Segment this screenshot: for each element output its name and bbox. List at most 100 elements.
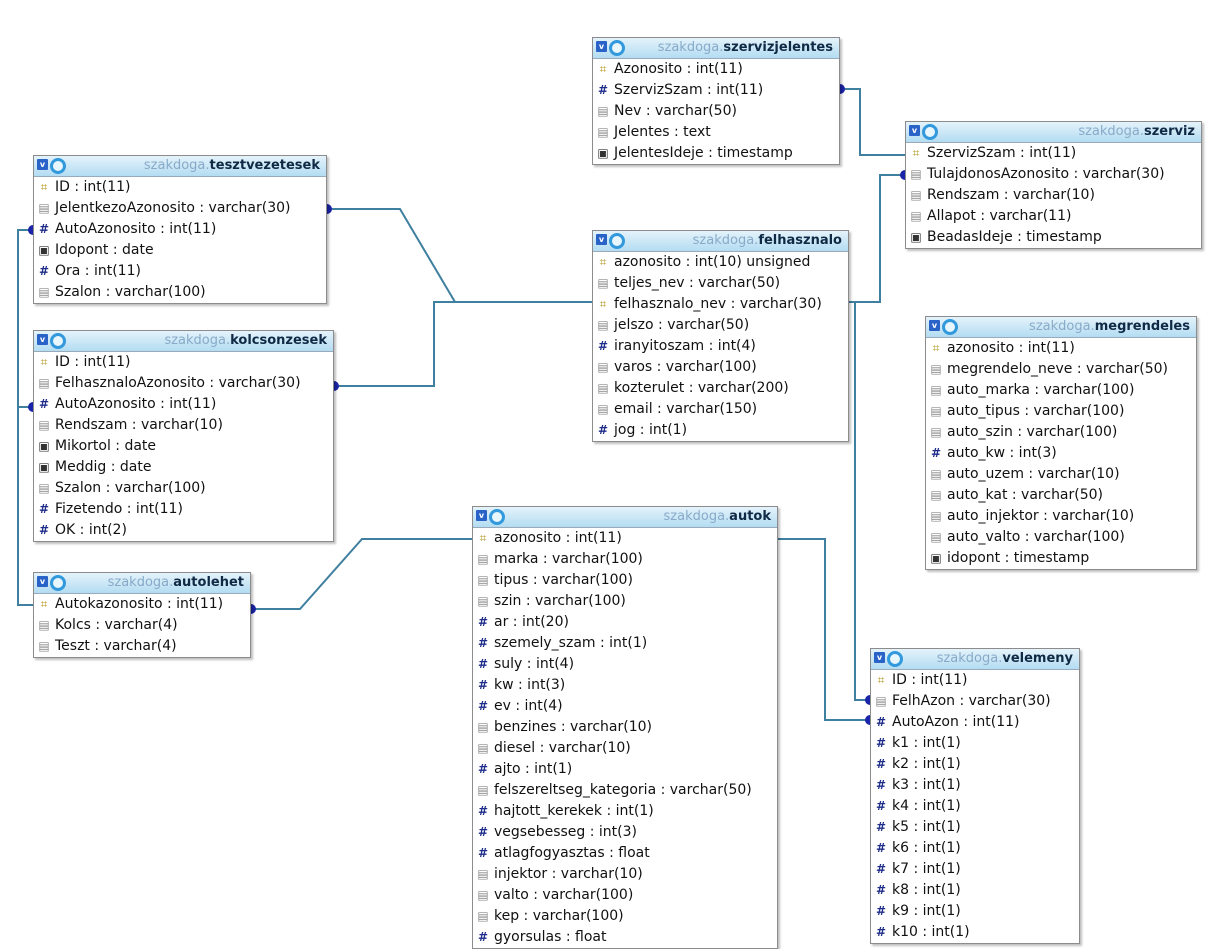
gear-icon[interactable]	[922, 124, 938, 140]
column-row[interactable]: ▤auto_szin : varchar(100)	[926, 422, 1196, 443]
column-row[interactable]: #AutoAzon : int(11)	[871, 712, 1079, 733]
collapse-toggle-icon[interactable]: v	[476, 510, 487, 521]
column-row[interactable]: ▣Meddig : date	[34, 457, 333, 478]
column-row[interactable]: #k10 : int(1)	[871, 922, 1079, 943]
gear-icon[interactable]	[489, 509, 505, 525]
column-row[interactable]: #atlagfogyasztas : float	[473, 843, 777, 864]
column-row[interactable]: ▤kep : varchar(100)	[473, 906, 777, 927]
column-row[interactable]: ▤auto_valto : varchar(100)	[926, 527, 1196, 548]
column-row[interactable]: ▤tipus : varchar(100)	[473, 570, 777, 591]
gear-icon[interactable]	[50, 333, 66, 349]
column-row[interactable]: ▤Jelentes : text	[593, 122, 839, 143]
column-row[interactable]: ▤felszereltseg_kategoria : varchar(50)	[473, 780, 777, 801]
column-row[interactable]: ▤jelszo : varchar(50)	[593, 315, 848, 336]
column-row[interactable]: #k9 : int(1)	[871, 901, 1079, 922]
column-row[interactable]: ▤Szalon : varchar(100)	[34, 282, 326, 303]
column-row[interactable]: ▤auto_uzem : varchar(10)	[926, 464, 1196, 485]
column-row[interactable]: #kw : int(3)	[473, 675, 777, 696]
column-row[interactable]: ▤kozterulet : varchar(200)	[593, 378, 848, 399]
column-row[interactable]: ▤FelhAzon : varchar(30)	[871, 691, 1079, 712]
column-row[interactable]: ▤Nev : varchar(50)	[593, 101, 839, 122]
column-row[interactable]: ▤szin : varchar(100)	[473, 591, 777, 612]
column-row[interactable]: ⌗azonosito : int(11)	[473, 528, 777, 549]
column-row[interactable]: ▤varos : varchar(100)	[593, 357, 848, 378]
column-row[interactable]: #ev : int(4)	[473, 696, 777, 717]
column-row[interactable]: ▤teljes_nev : varchar(50)	[593, 273, 848, 294]
column-row[interactable]: ▤diesel : varchar(10)	[473, 738, 777, 759]
column-row[interactable]: #k6 : int(1)	[871, 838, 1079, 859]
column-row[interactable]: ▤auto_marka : varchar(100)	[926, 380, 1196, 401]
column-row[interactable]: #iranyitoszam : int(4)	[593, 336, 848, 357]
column-row[interactable]: #vegsebesseg : int(3)	[473, 822, 777, 843]
column-row[interactable]: #Ora : int(11)	[34, 261, 326, 282]
column-row[interactable]: ▤valto : varchar(100)	[473, 885, 777, 906]
column-row[interactable]: ▣JelentesIdeje : timestamp	[593, 143, 839, 164]
column-row[interactable]: #SzervizSzam : int(11)	[593, 80, 839, 101]
gear-icon[interactable]	[609, 233, 625, 249]
column-row[interactable]: ▣idopont : timestamp	[926, 548, 1196, 569]
column-row[interactable]: #gyorsulas : float	[473, 927, 777, 948]
column-row[interactable]: #szemely_szam : int(1)	[473, 633, 777, 654]
column-row[interactable]: #AutoAzonosito : int(11)	[34, 219, 326, 240]
collapse-toggle-icon[interactable]: v	[929, 320, 940, 331]
column-row[interactable]: #OK : int(2)	[34, 520, 333, 541]
column-row[interactable]: ▤Rendszam : varchar(10)	[34, 415, 333, 436]
column-row[interactable]: ▤TulajdonosAzonosito : varchar(30)	[906, 164, 1201, 185]
gear-icon[interactable]	[887, 651, 903, 667]
column-row[interactable]: ▤FelhasznaloAzonosito : varchar(30)	[34, 373, 333, 394]
gear-icon[interactable]	[50, 575, 66, 591]
column-row[interactable]: ⌗felhasznalo_nev : varchar(30)	[593, 294, 848, 315]
column-row[interactable]: ▤auto_kat : varchar(50)	[926, 485, 1196, 506]
column-row[interactable]: #auto_kw : int(3)	[926, 443, 1196, 464]
column-row[interactable]: ⌗ID : int(11)	[34, 352, 333, 373]
gear-icon[interactable]	[609, 40, 625, 56]
collapse-toggle-icon[interactable]: v	[37, 159, 48, 170]
column-row[interactable]: #k7 : int(1)	[871, 859, 1079, 880]
column-row[interactable]: ▣BeadasIdeje : timestamp	[906, 227, 1201, 248]
gear-icon[interactable]	[50, 158, 66, 174]
column-row[interactable]: #k5 : int(1)	[871, 817, 1079, 838]
collapse-toggle-icon[interactable]: v	[874, 652, 885, 663]
column-row[interactable]: #AutoAzonosito : int(11)	[34, 394, 333, 415]
column-row[interactable]: #ar : int(20)	[473, 612, 777, 633]
column-row[interactable]: #k8 : int(1)	[871, 880, 1079, 901]
column-row[interactable]: #hajtott_kerekek : int(1)	[473, 801, 777, 822]
column-row[interactable]: #k3 : int(1)	[871, 775, 1079, 796]
column-row[interactable]: ⌗SzervizSzam : int(11)	[906, 143, 1201, 164]
column-row[interactable]: ▤Szalon : varchar(100)	[34, 478, 333, 499]
column-row[interactable]: ▤injektor : varchar(10)	[473, 864, 777, 885]
column-row[interactable]: ▤Rendszam : varchar(10)	[906, 185, 1201, 206]
column-row[interactable]: ▤Kolcs : varchar(4)	[34, 615, 250, 636]
column-row[interactable]: ▤Allapot : varchar(11)	[906, 206, 1201, 227]
column-row[interactable]: ⌗Azonosito : int(11)	[593, 59, 839, 80]
column-row[interactable]: #k1 : int(1)	[871, 733, 1079, 754]
collapse-toggle-icon[interactable]: v	[596, 234, 607, 245]
collapse-toggle-icon[interactable]: v	[37, 576, 48, 587]
column-row[interactable]: #k2 : int(1)	[871, 754, 1079, 775]
collapse-toggle-icon[interactable]: v	[596, 41, 607, 52]
column-row[interactable]: ⌗ID : int(11)	[871, 670, 1079, 691]
column-row[interactable]: ▣Idopont : date	[34, 240, 326, 261]
column-row[interactable]: ▤auto_tipus : varchar(100)	[926, 401, 1196, 422]
column-row[interactable]: ▤JelentkezoAzonosito : varchar(30)	[34, 198, 326, 219]
column-row[interactable]: ▤benzines : varchar(10)	[473, 717, 777, 738]
column-row[interactable]: ⌗azonosito : int(11)	[926, 338, 1196, 359]
collapse-toggle-icon[interactable]: v	[37, 334, 48, 345]
column-row[interactable]: #ajto : int(1)	[473, 759, 777, 780]
column-row[interactable]: #k4 : int(1)	[871, 796, 1079, 817]
column-row[interactable]: ▤megrendelo_neve : varchar(50)	[926, 359, 1196, 380]
